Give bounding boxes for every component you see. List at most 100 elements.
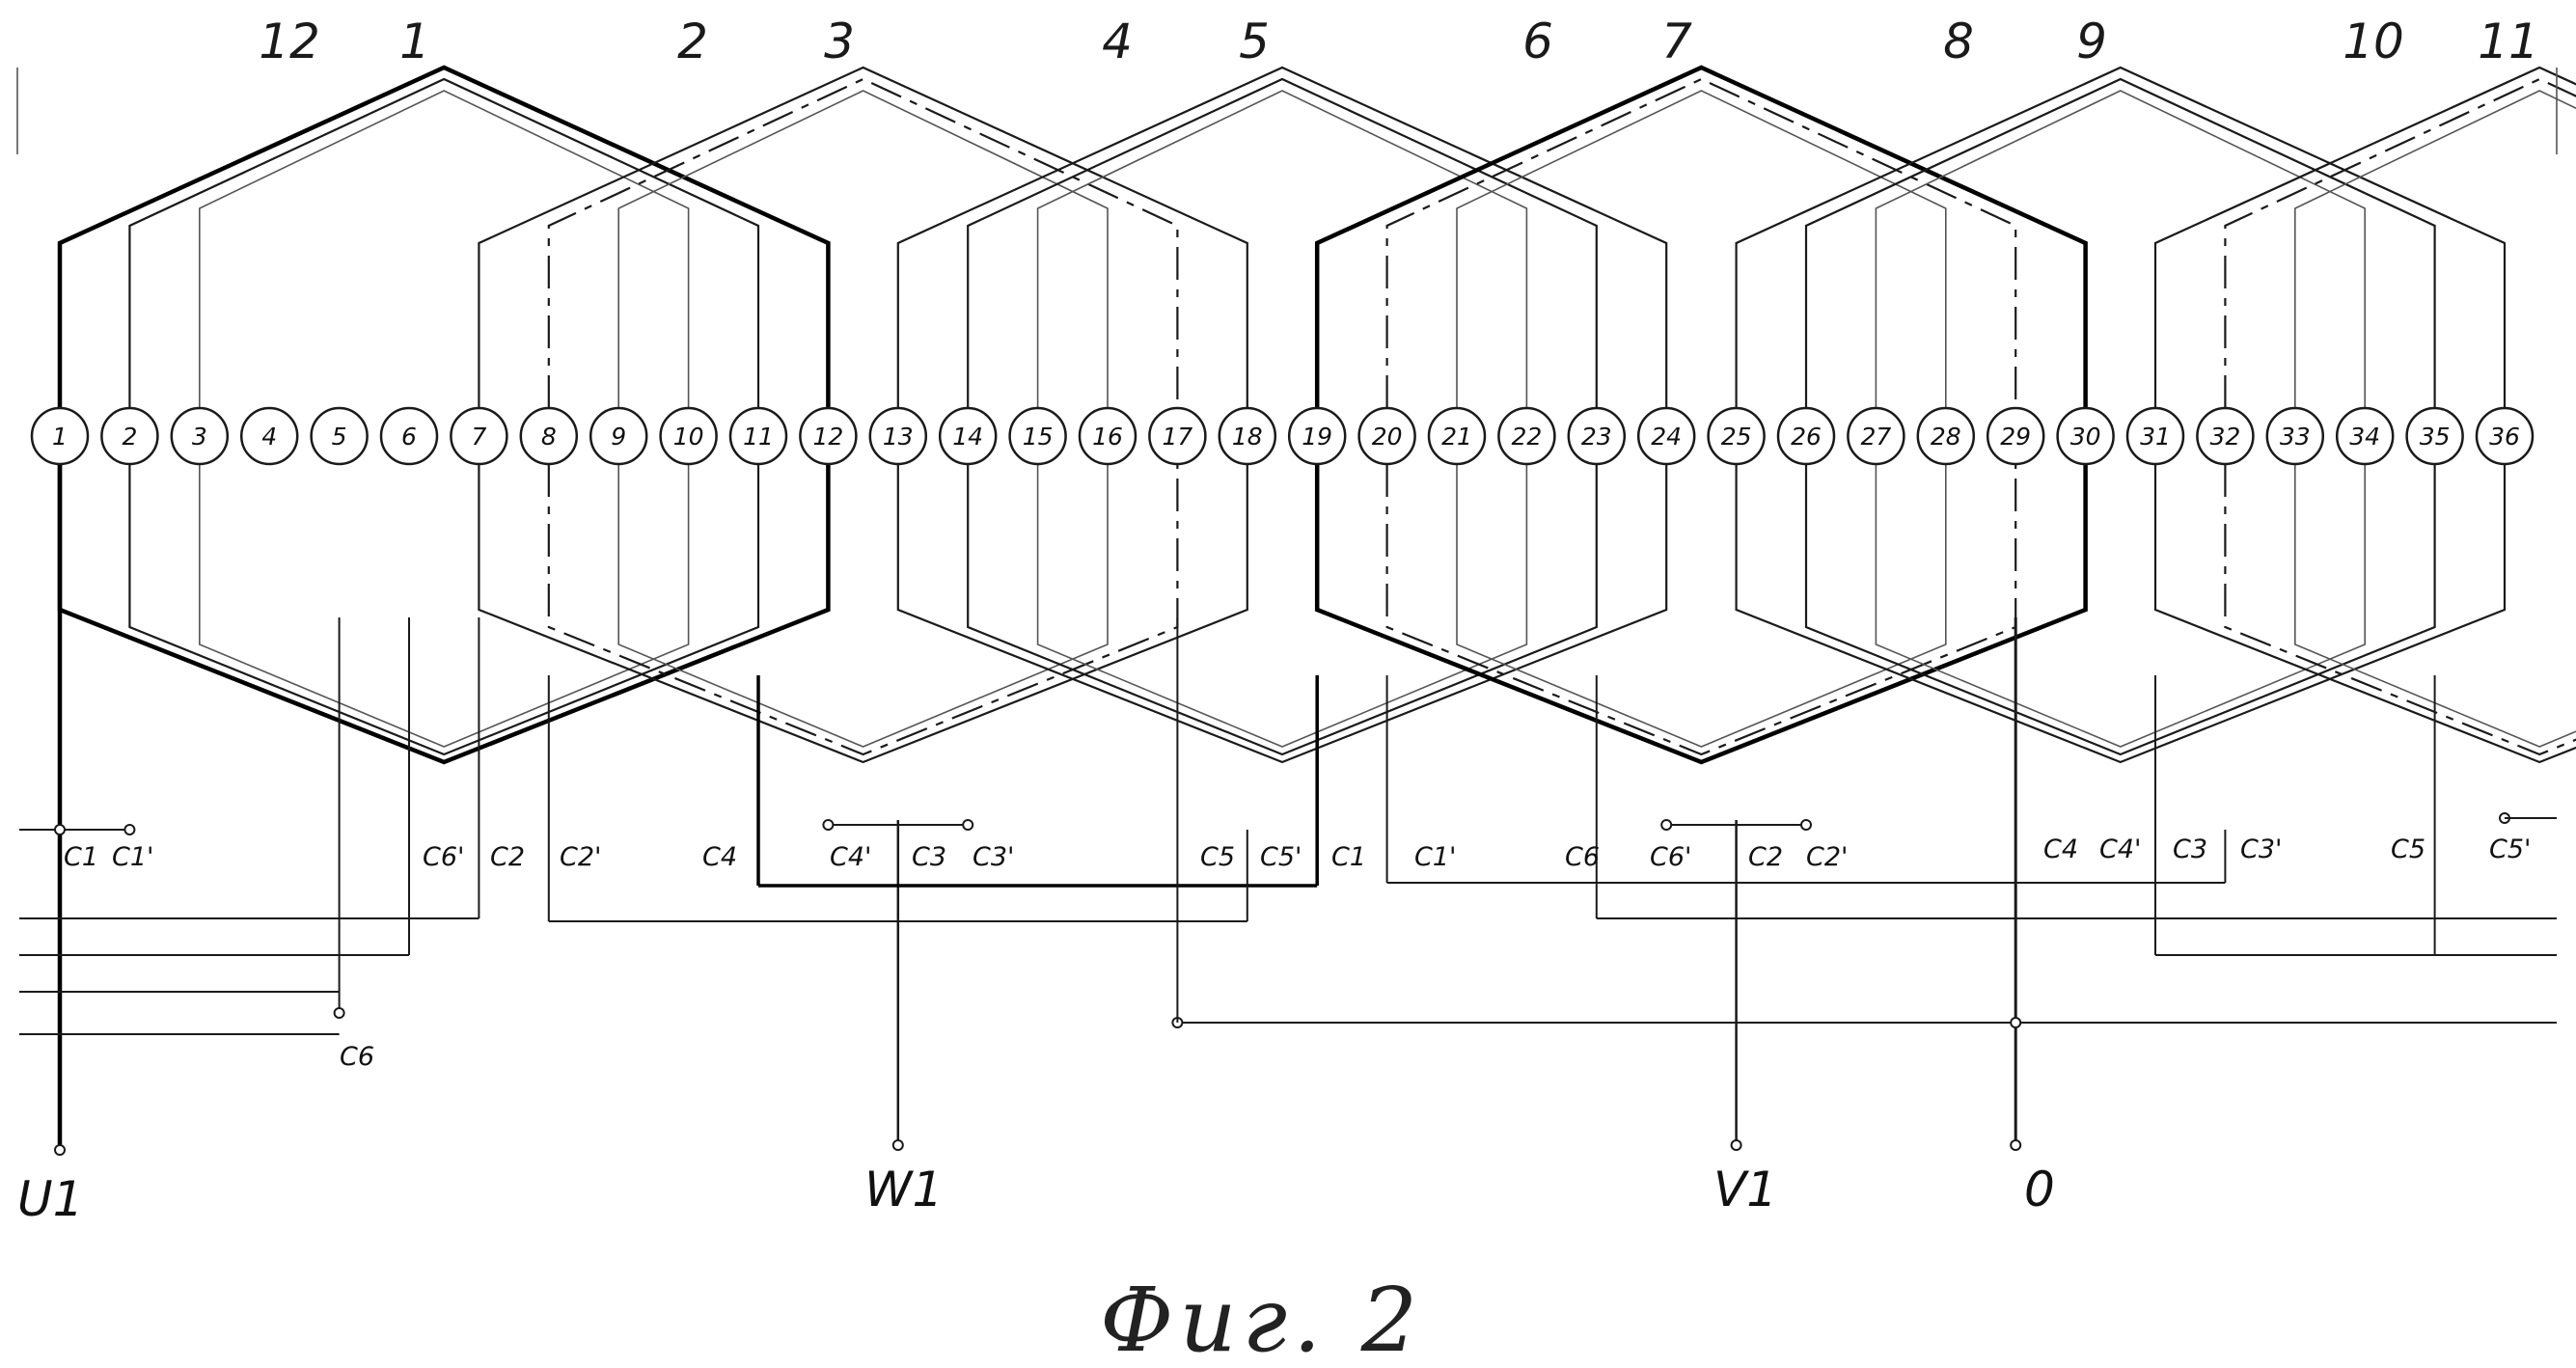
label-c5-prime-b: C5' [2489, 834, 2531, 864]
label-c3-b: C3 [2173, 834, 2207, 864]
slot-6 [379, 406, 439, 466]
coil-outer-4 [1314, 65, 2088, 765]
slot-number-20: 20 [1372, 423, 1403, 451]
label-c5: C5 [1200, 842, 1235, 872]
pole-number-4: 4 [1102, 14, 1133, 69]
node-c1-prime [123, 824, 136, 835]
node-c6-prime [1660, 819, 1673, 831]
slot-27 [1847, 406, 1905, 466]
terminal-dot-v1 [1730, 1139, 1742, 1151]
slot-3 [170, 406, 230, 466]
slot-number-13: 13 [883, 423, 914, 451]
coil-outer-5 [1735, 66, 2507, 764]
slot-number-19: 19 [1302, 423, 1332, 451]
slot-number-22: 22 [1511, 423, 1542, 451]
label-c4-prime-b: C4' [2099, 834, 2141, 864]
coil-middle-6 [2224, 77, 2576, 756]
slot-21 [1427, 406, 1487, 466]
pole-number-3: 3 [824, 14, 855, 69]
label-c5-prime: C5' [1260, 842, 1302, 872]
slot-number-14: 14 [952, 423, 983, 451]
slot-number-15: 15 [1023, 423, 1054, 451]
coil-inner-5 [1875, 90, 2366, 748]
slot-9 [589, 406, 648, 466]
slot-14 [938, 406, 998, 466]
slot-number-27: 27 [1860, 423, 1891, 451]
slot-number-12: 12 [812, 423, 843, 451]
slot-number-32: 32 [2209, 423, 2240, 451]
terminal-dot-zero [2010, 1139, 2022, 1151]
pole-number-6: 6 [1522, 14, 1553, 69]
slot-22 [1497, 406, 1556, 466]
pole-number-7: 7 [1661, 14, 1692, 69]
slot-number-18: 18 [1232, 423, 1263, 451]
slot-1 [30, 406, 90, 466]
terminal-zero: 0 [2024, 1162, 2055, 1218]
slot-16 [1078, 406, 1137, 466]
coil-inner-3 [1036, 90, 1528, 748]
node-c3-prime [962, 819, 974, 831]
slot-number-10: 10 [673, 423, 704, 451]
slot-number-28: 28 [1931, 423, 1961, 451]
slot-number-9: 9 [611, 423, 626, 451]
connection-labels: C1 C1' C6' C2 C2' C4 C4' C3 C3' C5 C5' C… [64, 834, 2531, 1072]
label-c2-prime-b: C2' [1806, 842, 1848, 872]
label-c6-prime-b: C6' [1650, 842, 1691, 872]
terminals: U1 W1 V1 0 [17, 1162, 2055, 1227]
label-c5-b: C5 [2391, 834, 2425, 864]
coil-inner-1 [199, 90, 690, 748]
coil-middle-5 [1804, 77, 2436, 756]
terminal-u1: U1 [17, 1171, 83, 1227]
label-c3-prime: C3' [973, 842, 1014, 872]
slot-32 [2196, 406, 2255, 466]
bus-wiring [19, 464, 2557, 1156]
slot-24 [1636, 406, 1696, 466]
coil-end-connections [16, 65, 2576, 765]
label-c2-prime: C2' [560, 842, 601, 872]
slot-number-3: 3 [192, 423, 207, 451]
slot-number-21: 21 [1441, 423, 1472, 451]
slot-number-11: 11 [743, 423, 774, 451]
label-c6-low: C6 [340, 1042, 374, 1072]
slot-10 [659, 406, 718, 466]
pole-number-10: 10 [2343, 14, 2404, 69]
slot-28 [1916, 406, 1976, 466]
slot-35 [2405, 406, 2464, 466]
label-c1-b: C1 [1331, 842, 1366, 872]
label-c2-b: C2 [1748, 842, 1783, 872]
coil-middle-1 [128, 77, 760, 756]
pole-number-11: 11 [2478, 14, 2539, 69]
slot-number-24: 24 [1651, 423, 1682, 451]
slot-number-17: 17 [1162, 423, 1192, 451]
slot-number-23: 23 [1581, 423, 1612, 451]
slot-23 [1567, 406, 1627, 466]
coil-inner-6 [2294, 90, 2576, 748]
coil-inner-2 [617, 90, 1109, 748]
coil-outer-1 [57, 65, 831, 765]
label-c4-prime: C4' [830, 842, 871, 872]
label-c1: C1 [64, 842, 98, 872]
slot-33 [2265, 406, 2325, 466]
slot-7 [450, 406, 508, 466]
label-c4-b: C4 [2043, 834, 2078, 864]
slot-number-36: 36 [2489, 423, 2520, 451]
slot-12 [799, 406, 858, 466]
slot-number-31: 31 [2140, 423, 2171, 451]
coil-outer-3 [896, 66, 1668, 764]
label-c4: C4 [702, 842, 737, 872]
slot-number-1: 1 [52, 423, 68, 451]
slot-number-26: 26 [1791, 423, 1822, 451]
terminal-dot-w1 [891, 1139, 904, 1151]
node-neutral [2010, 1017, 2022, 1028]
pole-number-2: 2 [677, 14, 708, 69]
label-c6-b: C6 [1565, 842, 1600, 872]
coil-inner-4 [1456, 90, 1947, 748]
node-c2-prime [1800, 819, 1812, 831]
slot-number-35: 35 [2420, 423, 2451, 451]
slot-2 [100, 406, 159, 466]
slot-30 [2056, 406, 2115, 466]
slot-13 [868, 406, 928, 466]
pole-number-1: 1 [399, 14, 430, 69]
